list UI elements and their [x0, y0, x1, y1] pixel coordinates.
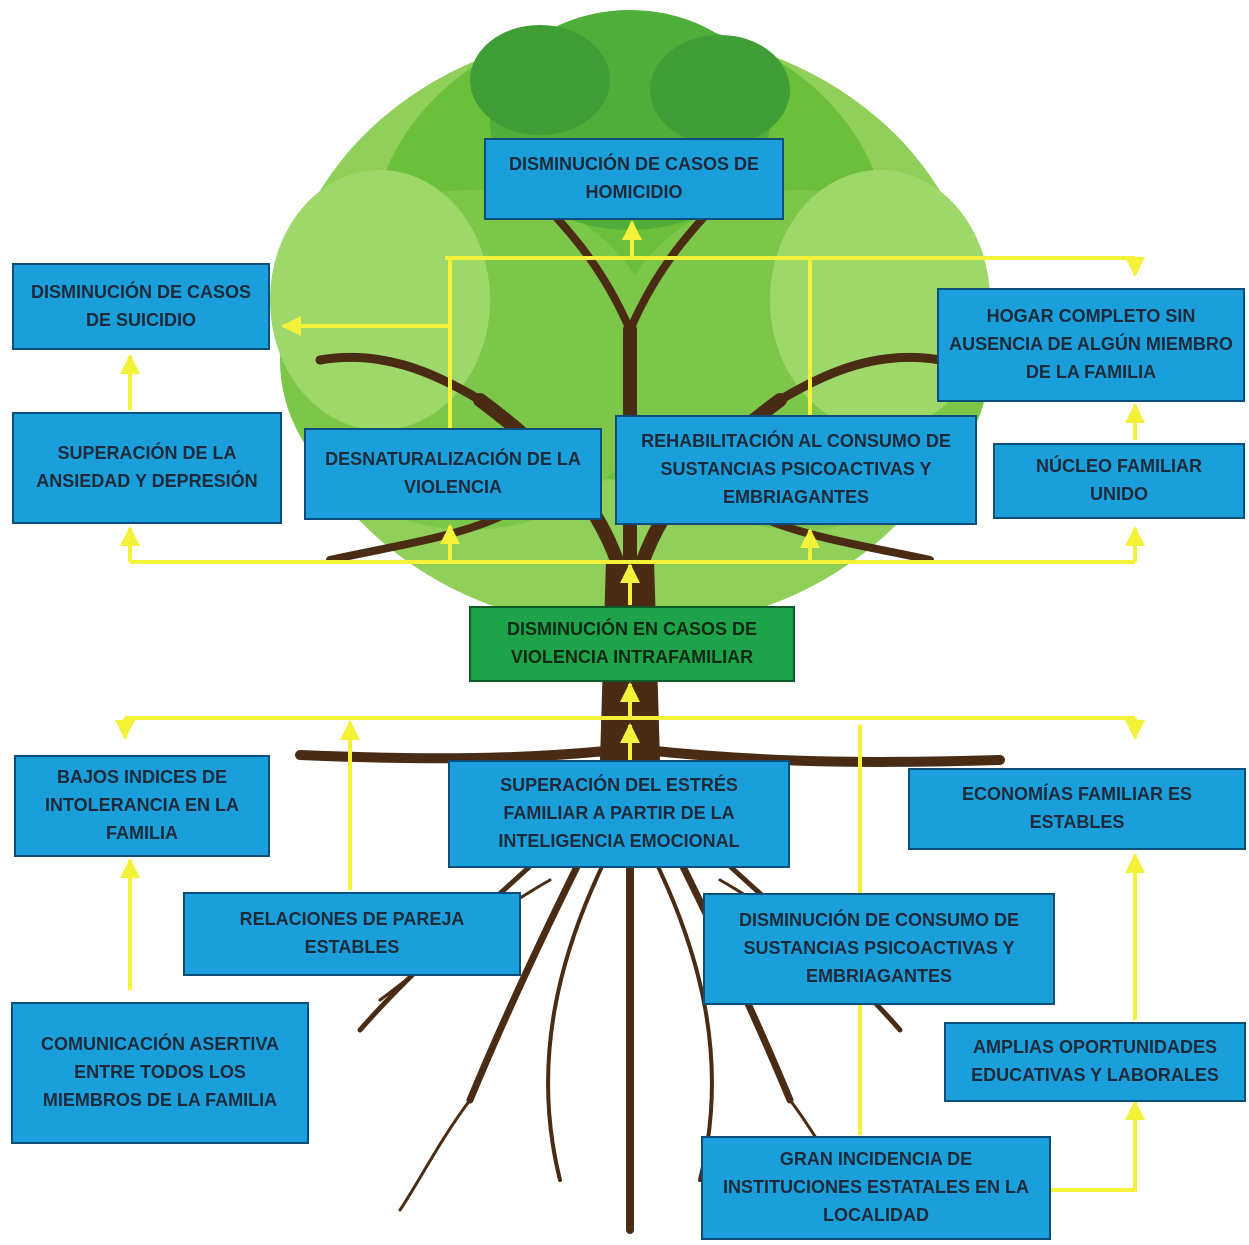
cause-label-communication: COMUNICACIÓN ASERTIVA ENTRE TODOS LOS MI…	[41, 1034, 279, 1110]
cause-box-institutions: GRAN INCIDENCIA DE INSTITUCIONES ESTATAL…	[701, 1136, 1051, 1240]
cause-label-low-intolerance: BAJOS INDICES DE INTOLERANCIA EN LA FAMI…	[44, 767, 239, 843]
cause-box-opportunities: AMPLIAS OPORTUNIDADES EDUCATIVAS Y LABOR…	[944, 1022, 1246, 1102]
effect-label-complete-home: HOGAR COMPLETO SIN AUSENCIA DE ALGÚN MIE…	[949, 306, 1233, 382]
effect-label-anxiety: SUPERACIÓN DE LA ANSIEDAD Y DEPRESIÓN	[36, 443, 258, 491]
effect-box-denaturalization: DESNATURALIZACIÓN DE LA VIOLENCIA	[304, 428, 602, 520]
cause-box-communication: COMUNICACIÓN ASERTIVA ENTRE TODOS LOS MI…	[11, 1002, 309, 1144]
effect-label-united-family: NÚCLEO FAMILIAR UNIDO	[1036, 456, 1202, 504]
effect-label-suicide: DISMINUCIÓN DE CASOS DE SUICIDIO	[30, 281, 252, 330]
cause-box-economies: ECONOMÍAS FAMILIAR ES ESTABLES	[908, 768, 1246, 850]
cause-label-institutions: GRAN INCIDENCIA DE INSTITUCIONES ESTATAL…	[722, 1149, 1029, 1225]
effect-label-rehabilitation: REHABILITACIÓN AL CONSUMO DE SUSTANCIAS …	[641, 431, 951, 507]
effect-box-united-family: NÚCLEO FAMILIAR UNIDO	[993, 443, 1245, 519]
effect-label-denaturalization: DESNATURALIZACIÓN DE LA VIOLENCIA	[325, 449, 581, 497]
central-label: DISMINUCIÓN EN CASOS DE VIOLENCIA INTRAF…	[506, 619, 758, 667]
effect-box-suicide: DISMINUCIÓN DE CASOS DE SUICIDIO	[12, 263, 270, 350]
cause-box-stress: SUPERACIÓN DEL ESTRÉS FAMILIAR A PARTIR …	[448, 760, 790, 868]
cause-label-consumption: DISMINUCIÓN DE CONSUMO DE SUSTANCIAS PSI…	[738, 910, 1019, 986]
effect-box-rehabilitation: REHABILITACIÓN AL CONSUMO DE SUSTANCIAS …	[615, 415, 977, 525]
cause-box-consumption: DISMINUCIÓN DE CONSUMO DE SUSTANCIAS PSI…	[703, 893, 1055, 1005]
cause-box-couple: RELACIONES DE PAREJA ESTABLES	[183, 892, 521, 976]
cause-label-opportunities: AMPLIAS OPORTUNIDADES EDUCATIVAS Y LABOR…	[971, 1037, 1219, 1085]
cause-label-couple: RELACIONES DE PAREJA ESTABLES	[239, 909, 465, 957]
central-box: DISMINUCIÓN EN CASOS DE VIOLENCIA INTRAF…	[469, 606, 795, 682]
effect-box-anxiety: SUPERACIÓN DE LA ANSIEDAD Y DEPRESIÓN	[12, 412, 282, 524]
cause-box-low-intolerance: BAJOS INDICES DE INTOLERANCIA EN LA FAMI…	[14, 755, 270, 857]
arrows	[115, 220, 1145, 1192]
effect-box-homicide: DISMINUCIÓN DE CASOS DE HOMICIDIO	[484, 138, 784, 220]
cause-label-stress: SUPERACIÓN DEL ESTRÉS FAMILIAR A PARTIR …	[498, 775, 740, 851]
effect-label-homicide: DISMINUCIÓN DE CASOS DE HOMICIDIO	[508, 154, 760, 202]
effect-box-complete-home: HOGAR COMPLETO SIN AUSENCIA DE ALGÚN MIE…	[937, 288, 1245, 402]
cause-label-economies: ECONOMÍAS FAMILIAR ES ESTABLES	[961, 784, 1192, 832]
